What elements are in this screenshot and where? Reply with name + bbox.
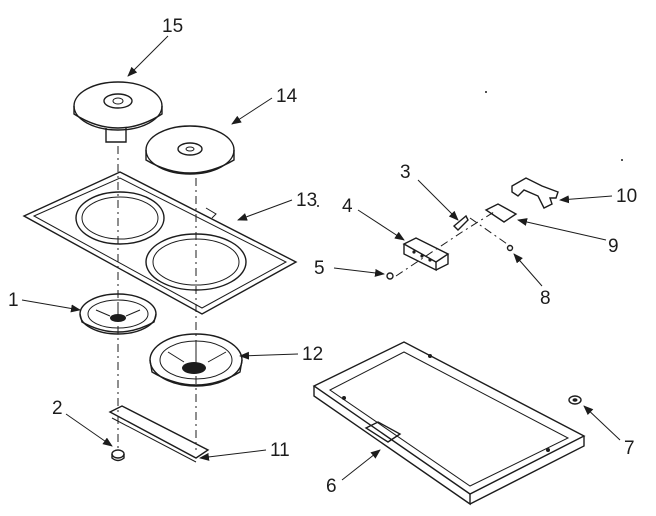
mounting-bracket: [511, 177, 559, 209]
burner-box: [312, 341, 586, 506]
callout-15: 15: [162, 16, 183, 37]
screw: [386, 272, 394, 280]
terminal-plate: [484, 203, 518, 223]
callout-3: 3: [400, 162, 411, 183]
burner-element-large: [145, 125, 235, 175]
callout-7: 7: [624, 438, 635, 459]
small-screw: [506, 244, 514, 252]
callout-13: 13: [296, 190, 317, 211]
clip: [452, 214, 469, 231]
terminal-block: [402, 237, 450, 272]
callout-14: 14: [276, 86, 298, 107]
alignment-lines: [117, 146, 511, 452]
callout-11: 11: [270, 440, 290, 461]
callout-8: 8: [540, 288, 551, 309]
callout-1: 1: [8, 290, 19, 311]
scan-specks: [317, 91, 623, 207]
callout-5: 5: [314, 258, 325, 279]
foot-plug: [111, 449, 125, 462]
cooktop-plate: [22, 171, 298, 315]
callout-arrows: [21, 35, 621, 481]
callout-12: 12: [302, 344, 323, 365]
support-bracket: [108, 405, 210, 463]
callout-10: 10: [616, 186, 637, 207]
callout-6: 6: [326, 476, 337, 497]
burner-element-small: [73, 81, 163, 143]
grommet: [568, 395, 582, 405]
callout-2: 2: [52, 398, 63, 419]
callout-4: 4: [342, 196, 353, 217]
callout-9: 9: [608, 236, 619, 257]
